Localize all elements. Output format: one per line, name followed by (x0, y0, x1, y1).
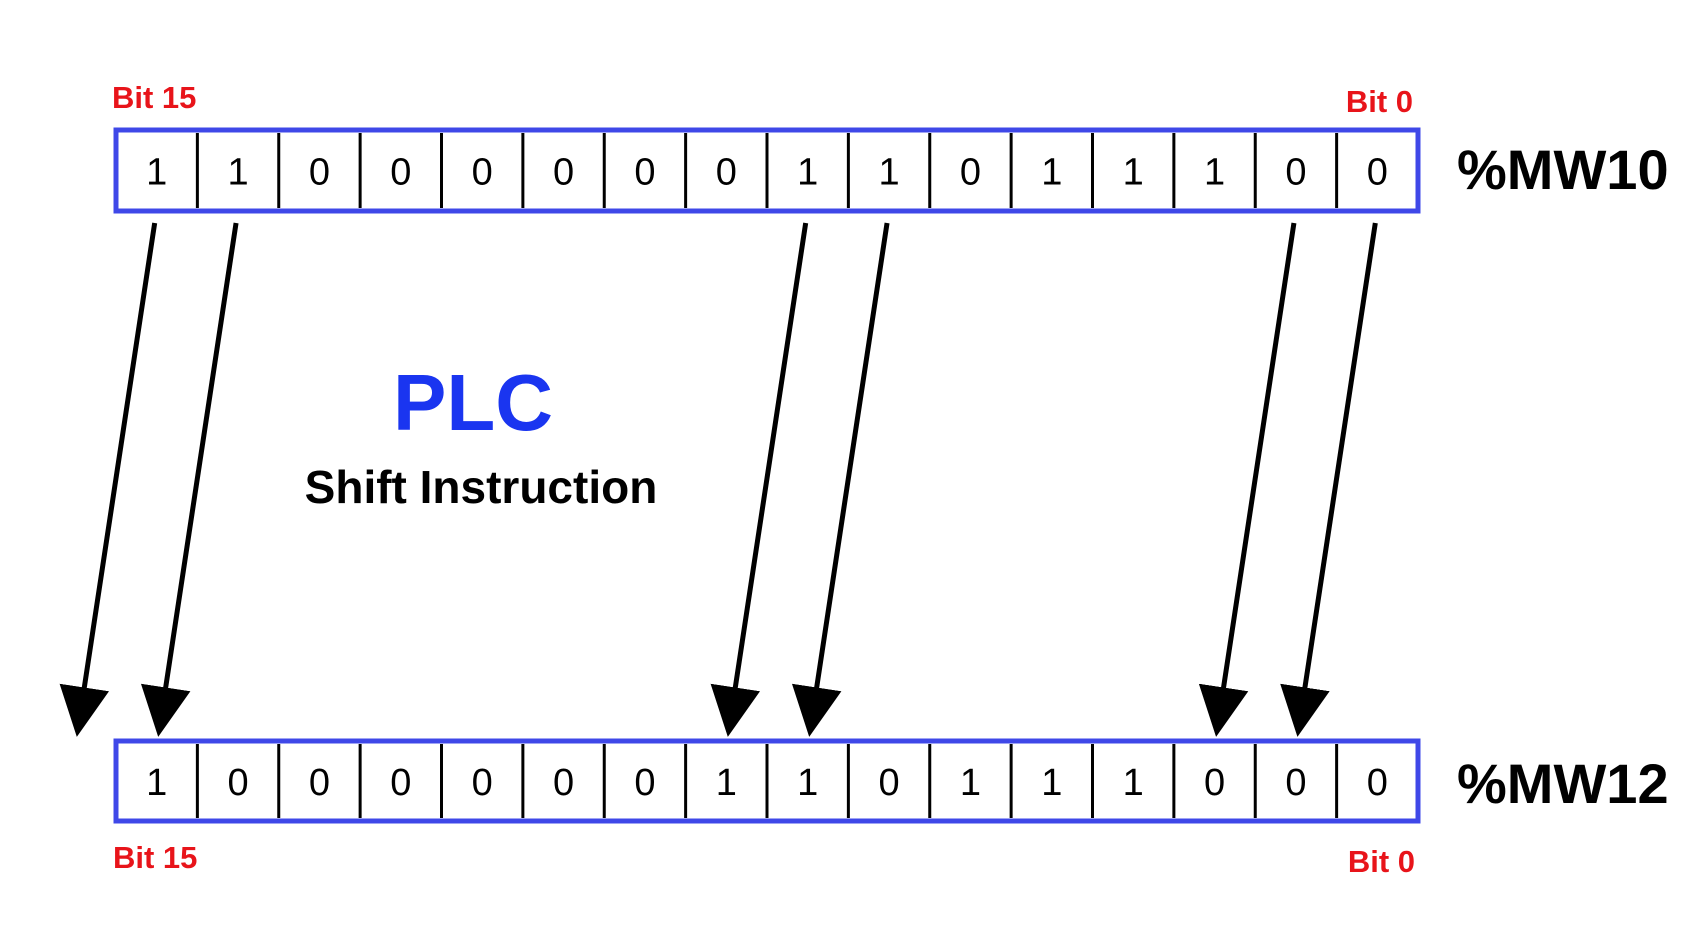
result-register: 1 0 0 0 0 0 0 1 1 0 1 1 1 0 0 0 %MW12 Bit 15 Bit 0 (113, 738, 1669, 879)
source-bit-cell: 1 (146, 152, 167, 194)
source-bit-cell: 0 (960, 152, 981, 194)
source-lsb-label: Bit 0 (1346, 84, 1413, 119)
result-bit-cell: 0 (634, 762, 655, 804)
source-bit-cell: 1 (1204, 152, 1225, 194)
result-bit-cell: 0 (227, 762, 248, 804)
result-bit-cell: 0 (553, 762, 574, 804)
result-bit-cell: 0 (1204, 762, 1225, 804)
result-bit-cell: 1 (146, 762, 167, 804)
source-bit-cell: 0 (716, 152, 737, 194)
result-msb-label: Bit 15 (113, 840, 197, 875)
result-register-name: %MW12 (1457, 752, 1669, 815)
source-bit-cell: 0 (390, 152, 411, 194)
diagram-subtitle: Shift Instruction (305, 461, 658, 513)
source-bit-cell: 1 (1041, 152, 1062, 194)
source-msb-label: Bit 15 (112, 80, 196, 115)
source-bit-cell: 0 (1367, 152, 1388, 194)
result-bit-cell: 1 (797, 762, 818, 804)
source-bit-cell: 1 (878, 152, 899, 194)
shift-arrow (1280, 222, 1378, 737)
diagram-title: PLC (393, 358, 553, 447)
result-bit-cell: 1 (960, 762, 981, 804)
source-bit-cell: 1 (227, 152, 248, 194)
result-bit-cell: 1 (1041, 762, 1062, 804)
result-bit-cell: 0 (1285, 762, 1306, 804)
source-bit-cell: 0 (634, 152, 655, 194)
shift-arrows (59, 222, 1378, 737)
source-register: Bit 15 Bit 0 1 1 0 0 0 0 0 0 1 1 0 1 1 1 0 0 %MW10 (112, 80, 1669, 214)
shift-arrow (140, 222, 239, 737)
source-bit-cells: 1 1 0 0 0 0 0 0 1 1 0 1 1 1 0 0 (113, 127, 1421, 214)
result-bit-cell: 0 (878, 762, 899, 804)
source-bit-cell: 0 (309, 152, 330, 194)
result-bit-cell: 0 (1367, 762, 1388, 804)
result-bit-cell: 0 (472, 762, 493, 804)
result-bit-cell: 1 (716, 762, 737, 804)
result-bit-cell: 0 (309, 762, 330, 804)
source-register-name: %MW10 (1457, 138, 1669, 201)
shift-arrow (791, 222, 890, 737)
source-bit-cell: 0 (553, 152, 574, 194)
result-bit-cells: 1 0 0 0 0 0 0 1 1 0 1 1 1 0 0 0 (113, 738, 1421, 824)
result-lsb-label: Bit 0 (1348, 844, 1415, 879)
result-bit-cell: 1 (1123, 762, 1144, 804)
source-bit-cell: 0 (1285, 152, 1306, 194)
shift-arrow (1198, 222, 1297, 737)
result-bit-cell: 0 (390, 762, 411, 804)
source-bit-cell: 1 (1123, 152, 1144, 194)
shift-arrow (59, 222, 158, 737)
source-bit-cell: 1 (797, 152, 818, 194)
shift-arrow (710, 222, 809, 737)
source-bit-cell: 0 (472, 152, 493, 194)
